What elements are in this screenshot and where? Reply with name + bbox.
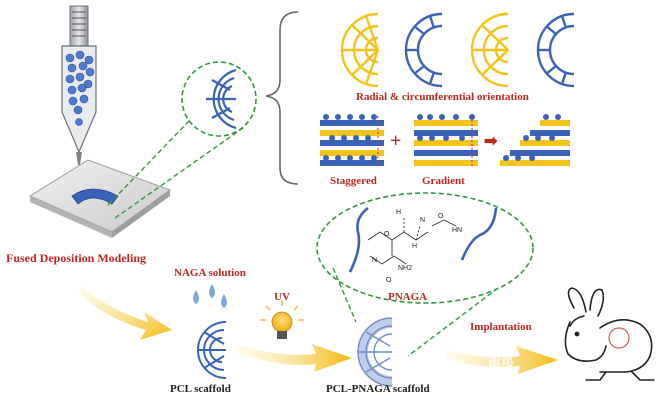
atom-h-1: H	[396, 209, 401, 216]
fdm-label: Fused Deposition Modeling	[6, 251, 146, 265]
filament-pellets	[65, 50, 95, 126]
naga-solution-label: NAGA solution	[174, 267, 246, 279]
printing-plate	[28, 159, 172, 238]
pattern-yellow-1	[340, 12, 380, 88]
printed-scaffold	[71, 188, 119, 205]
staggered-label: Staggered	[330, 175, 377, 187]
atom-o-1: O	[438, 213, 444, 220]
staggered-stack	[320, 114, 384, 168]
pattern-blue-2	[536, 12, 575, 88]
uv-label: UV	[274, 291, 290, 303]
pcl-pnaga-scaffold	[357, 317, 393, 387]
combined-stack	[500, 114, 570, 166]
atom-h-2: H	[412, 243, 417, 250]
atom-o-2: O	[384, 231, 390, 238]
gradient-label: Gradient	[422, 175, 465, 187]
atom-hn-1: HN	[452, 227, 462, 234]
pattern-blue-1	[404, 12, 443, 88]
uv-lamp-icon	[260, 300, 304, 339]
arrow-symbol: ➡	[484, 133, 498, 150]
polymer-chain-right	[460, 207, 498, 261]
pnaga-label: PNAGA	[388, 291, 427, 303]
implantation-arrow	[446, 346, 558, 374]
plus-symbol: +	[390, 130, 401, 152]
pnaga-zoom: H N O O H HN N NH2 O	[316, 192, 534, 357]
pcl-scaffold-label: PCL scaffold	[170, 383, 231, 395]
atom-n-1: N	[420, 217, 425, 224]
zoom-view-scaffold	[107, 61, 257, 219]
atom-o-3: O	[386, 277, 392, 284]
pnaga-molecule	[367, 218, 457, 265]
fdm-nozzle	[61, 5, 97, 165]
pcl-scaffold	[197, 321, 227, 379]
rabbit-illustration	[564, 287, 655, 381]
implantation-label: Implantation	[470, 321, 532, 333]
watermark: 南极	[488, 356, 515, 372]
pcl-to-pnaga-arrow	[236, 344, 352, 372]
pattern-yellow-2	[470, 12, 509, 88]
atom-nh2: NH2	[398, 265, 412, 272]
atom-n-2: N	[372, 257, 377, 264]
naga-droplets	[193, 284, 227, 308]
orientation-label: Radial & circumferential orientation	[356, 91, 529, 103]
group-brace	[265, 11, 299, 185]
fdm-to-pcl-arrow	[78, 286, 172, 340]
orientation-patterns	[340, 12, 575, 88]
gradient-stack	[414, 114, 478, 168]
pcl-pnaga-scaffold-label: PCL-PNAGA scaffold	[326, 383, 430, 395]
polymer-chain-left	[348, 206, 369, 273]
